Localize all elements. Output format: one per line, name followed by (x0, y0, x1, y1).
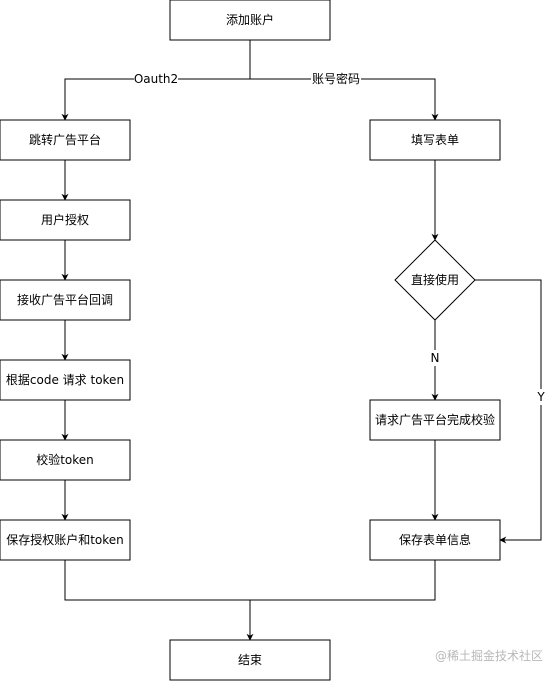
edge-label-account-password: 账号密码 (312, 71, 360, 86)
node-verify-token: 校验token (0, 439, 131, 481)
edge-label-oauth2: Oauth2 (134, 72, 178, 86)
node-label-fill-form: 填写表单 (411, 133, 459, 147)
node-label-request-token: 根据code 请求 token (6, 373, 124, 387)
edge-label-no: N (431, 351, 440, 365)
node-request-token: 根据code 请求 token (0, 359, 131, 401)
node-label-add-account: 添加账户 (226, 12, 274, 27)
node-save-form: 保存表单信息 (369, 519, 501, 561)
node-label-save-auth: 保存授权账户和token (6, 532, 124, 547)
edge-labels: Oauth2 账号密码 N Y (134, 71, 548, 405)
node-label-receive-callback: 接收广告平台回调 (17, 292, 113, 307)
node-user-authorize: 用户授权 (0, 199, 131, 241)
edge-decision-yes (475, 279, 542, 544)
node-add-account: 添加账户 (169, 0, 331, 41)
edge-label-yes: Y (536, 390, 545, 404)
node-jump-ad-platform: 跳转广告平台 (0, 119, 131, 161)
node-fill-form: 填写表单 (369, 119, 501, 161)
node-label-verify-token: 校验token (36, 452, 94, 467)
node-receive-callback: 接收广告平台回调 (0, 279, 131, 321)
node-end: 结束 (169, 639, 331, 681)
node-label-request-verify: 请求广告平台完成校验 (375, 412, 495, 427)
node-request-verify: 请求广告平台完成校验 (369, 399, 501, 441)
edge-split-to-oauth (61, 78, 250, 121)
node-save-auth: 保存授权账户和token (0, 519, 131, 561)
node-label-user-authorize: 用户授权 (41, 212, 89, 227)
node-label-save-form: 保存表单信息 (399, 532, 471, 547)
node-label-direct-use: 直接使用 (411, 272, 459, 287)
node-label-jump-ad-platform: 跳转广告平台 (29, 132, 101, 147)
node-direct-use-decision: 直接使用 (394, 239, 476, 321)
node-label-end: 结束 (238, 653, 262, 667)
watermark: @稀土掘金技术社区 (435, 648, 543, 663)
edge-save-auth-down (64, 560, 436, 601)
